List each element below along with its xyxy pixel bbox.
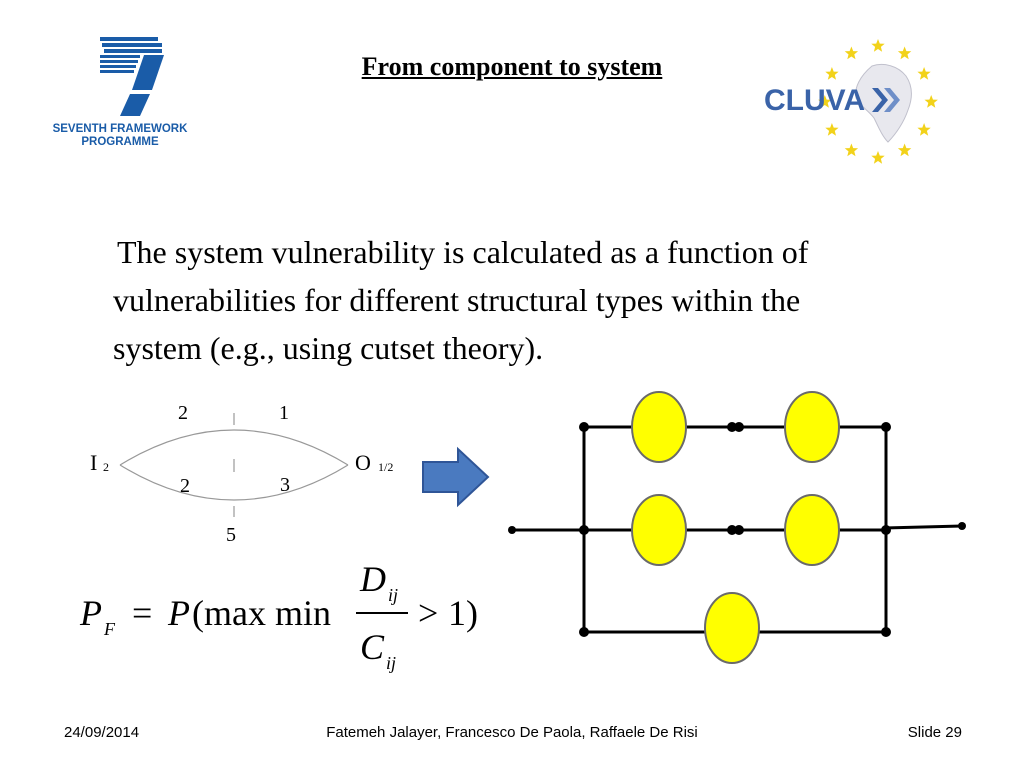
star-icon bbox=[924, 95, 938, 108]
star-icon bbox=[897, 143, 912, 157]
formula-relation: > bbox=[418, 593, 438, 633]
component-3-1 bbox=[704, 592, 760, 664]
failure-probability-formula: P F = P (max min D ij C ij > 1) bbox=[70, 555, 510, 685]
body-text: The system vulnerability is calculated a… bbox=[113, 228, 993, 372]
footer-slide-number: Slide 29 bbox=[907, 724, 962, 741]
formula-lhs-sub: F bbox=[103, 619, 116, 639]
component-2-2 bbox=[784, 494, 840, 566]
footer-authors: Fatemeh Jalayer, Francesco De Paola, Raf… bbox=[326, 724, 698, 741]
output-node-sub: 1/2 bbox=[378, 460, 393, 474]
input-node-sub: 2 bbox=[103, 460, 109, 474]
star-icon bbox=[917, 67, 931, 80]
star-icon bbox=[871, 151, 885, 164]
formula-numerator: D bbox=[359, 559, 386, 599]
formula-equals: = bbox=[132, 593, 152, 633]
star-icon bbox=[871, 39, 885, 52]
star-icon bbox=[825, 123, 839, 136]
formula-denominator-sub: ij bbox=[386, 653, 396, 673]
formula-lhs: P bbox=[79, 593, 102, 633]
input-node-label: I bbox=[90, 450, 97, 475]
star-icon bbox=[825, 67, 839, 80]
component-1-1 bbox=[631, 391, 687, 463]
body-line-2: vulnerabilities for different structural… bbox=[113, 282, 801, 318]
edge-label: 3 bbox=[280, 474, 290, 496]
right-arrow-icon bbox=[420, 446, 492, 508]
slide-title: From component to system bbox=[361, 52, 663, 81]
star-icon bbox=[844, 46, 859, 60]
reliability-block-diagram bbox=[500, 385, 980, 670]
formula-close: 1) bbox=[448, 593, 478, 633]
footer-date: 24/09/2014 bbox=[64, 724, 140, 741]
formula-numerator-sub: ij bbox=[388, 585, 398, 605]
star-icon bbox=[897, 46, 912, 60]
formula-open: (max min bbox=[192, 593, 331, 633]
edge-label: 2 bbox=[180, 475, 190, 497]
component-2-1 bbox=[631, 494, 687, 566]
output-node-label: O bbox=[355, 450, 371, 475]
cluva-text: CLUVA bbox=[764, 84, 865, 117]
network-diagram: I 2 O 1/2 2 1 2 3 5 bbox=[80, 395, 420, 555]
cluva-logo: CLUVA bbox=[760, 38, 945, 168]
star-icon bbox=[917, 123, 931, 136]
fp7-line1: SEVENTH FRAMEWORK bbox=[53, 123, 189, 135]
star-icon bbox=[844, 143, 859, 157]
body-line-1: The system vulnerability is calculated a… bbox=[117, 234, 809, 270]
star-icon bbox=[818, 95, 832, 108]
edge-label: 5 bbox=[226, 524, 236, 546]
formula-func: P bbox=[167, 593, 190, 633]
fp7-logo: SEVENTH FRAMEWORK PROGRAMME bbox=[48, 34, 193, 152]
edge-label: 2 bbox=[178, 402, 188, 424]
edge-label: 1 bbox=[279, 402, 289, 424]
component-1-2 bbox=[784, 391, 840, 463]
lower-edge bbox=[119, 464, 349, 501]
fp7-line2: PROGRAMME bbox=[81, 136, 159, 148]
body-line-3: system (e.g., using cutset theory). bbox=[113, 330, 544, 366]
upper-edge bbox=[119, 429, 349, 466]
formula-denominator: C bbox=[360, 627, 385, 667]
